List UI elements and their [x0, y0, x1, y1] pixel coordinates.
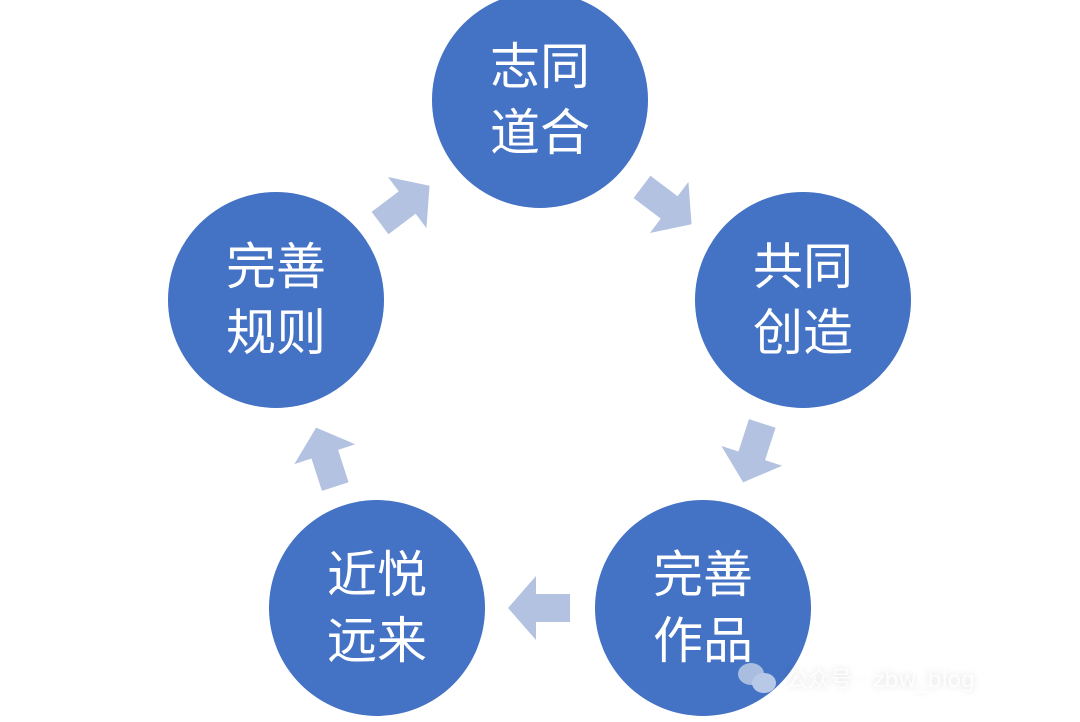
wechat-icon [738, 663, 776, 693]
node-label-line1: 完善 [226, 238, 326, 296]
watermark: 公众号 · zbw_blog [738, 662, 975, 694]
arrow-right-to-bottom-right [721, 419, 783, 483]
node-right: 共同 创造 [695, 192, 911, 408]
node-label-line2: 道合 [490, 104, 590, 162]
node-label-line2: 创造 [753, 304, 853, 362]
node-label-line1: 完善 [653, 546, 753, 604]
arrow-left-to-top [371, 177, 430, 235]
node-label-line2: 作品 [653, 612, 753, 670]
arrow-bottom-right-to-bottom-left [508, 576, 570, 640]
watermark-label: 公众号 · zbw_blog [786, 668, 975, 693]
node-top: 志同 道合 [432, 0, 648, 208]
node-label-line2: 规则 [226, 304, 326, 362]
node-label-line1: 近悦 [327, 546, 427, 604]
arrow-bottom-left-to-left [294, 427, 356, 491]
node-bottom-left: 近悦 远来 [269, 500, 485, 716]
node-label-line2: 远来 [327, 612, 427, 670]
arrow-top-to-right [633, 175, 692, 233]
node-label-line1: 共同 [753, 238, 853, 296]
node-left: 完善 规则 [168, 192, 384, 408]
node-label-line1: 志同 [490, 38, 590, 96]
